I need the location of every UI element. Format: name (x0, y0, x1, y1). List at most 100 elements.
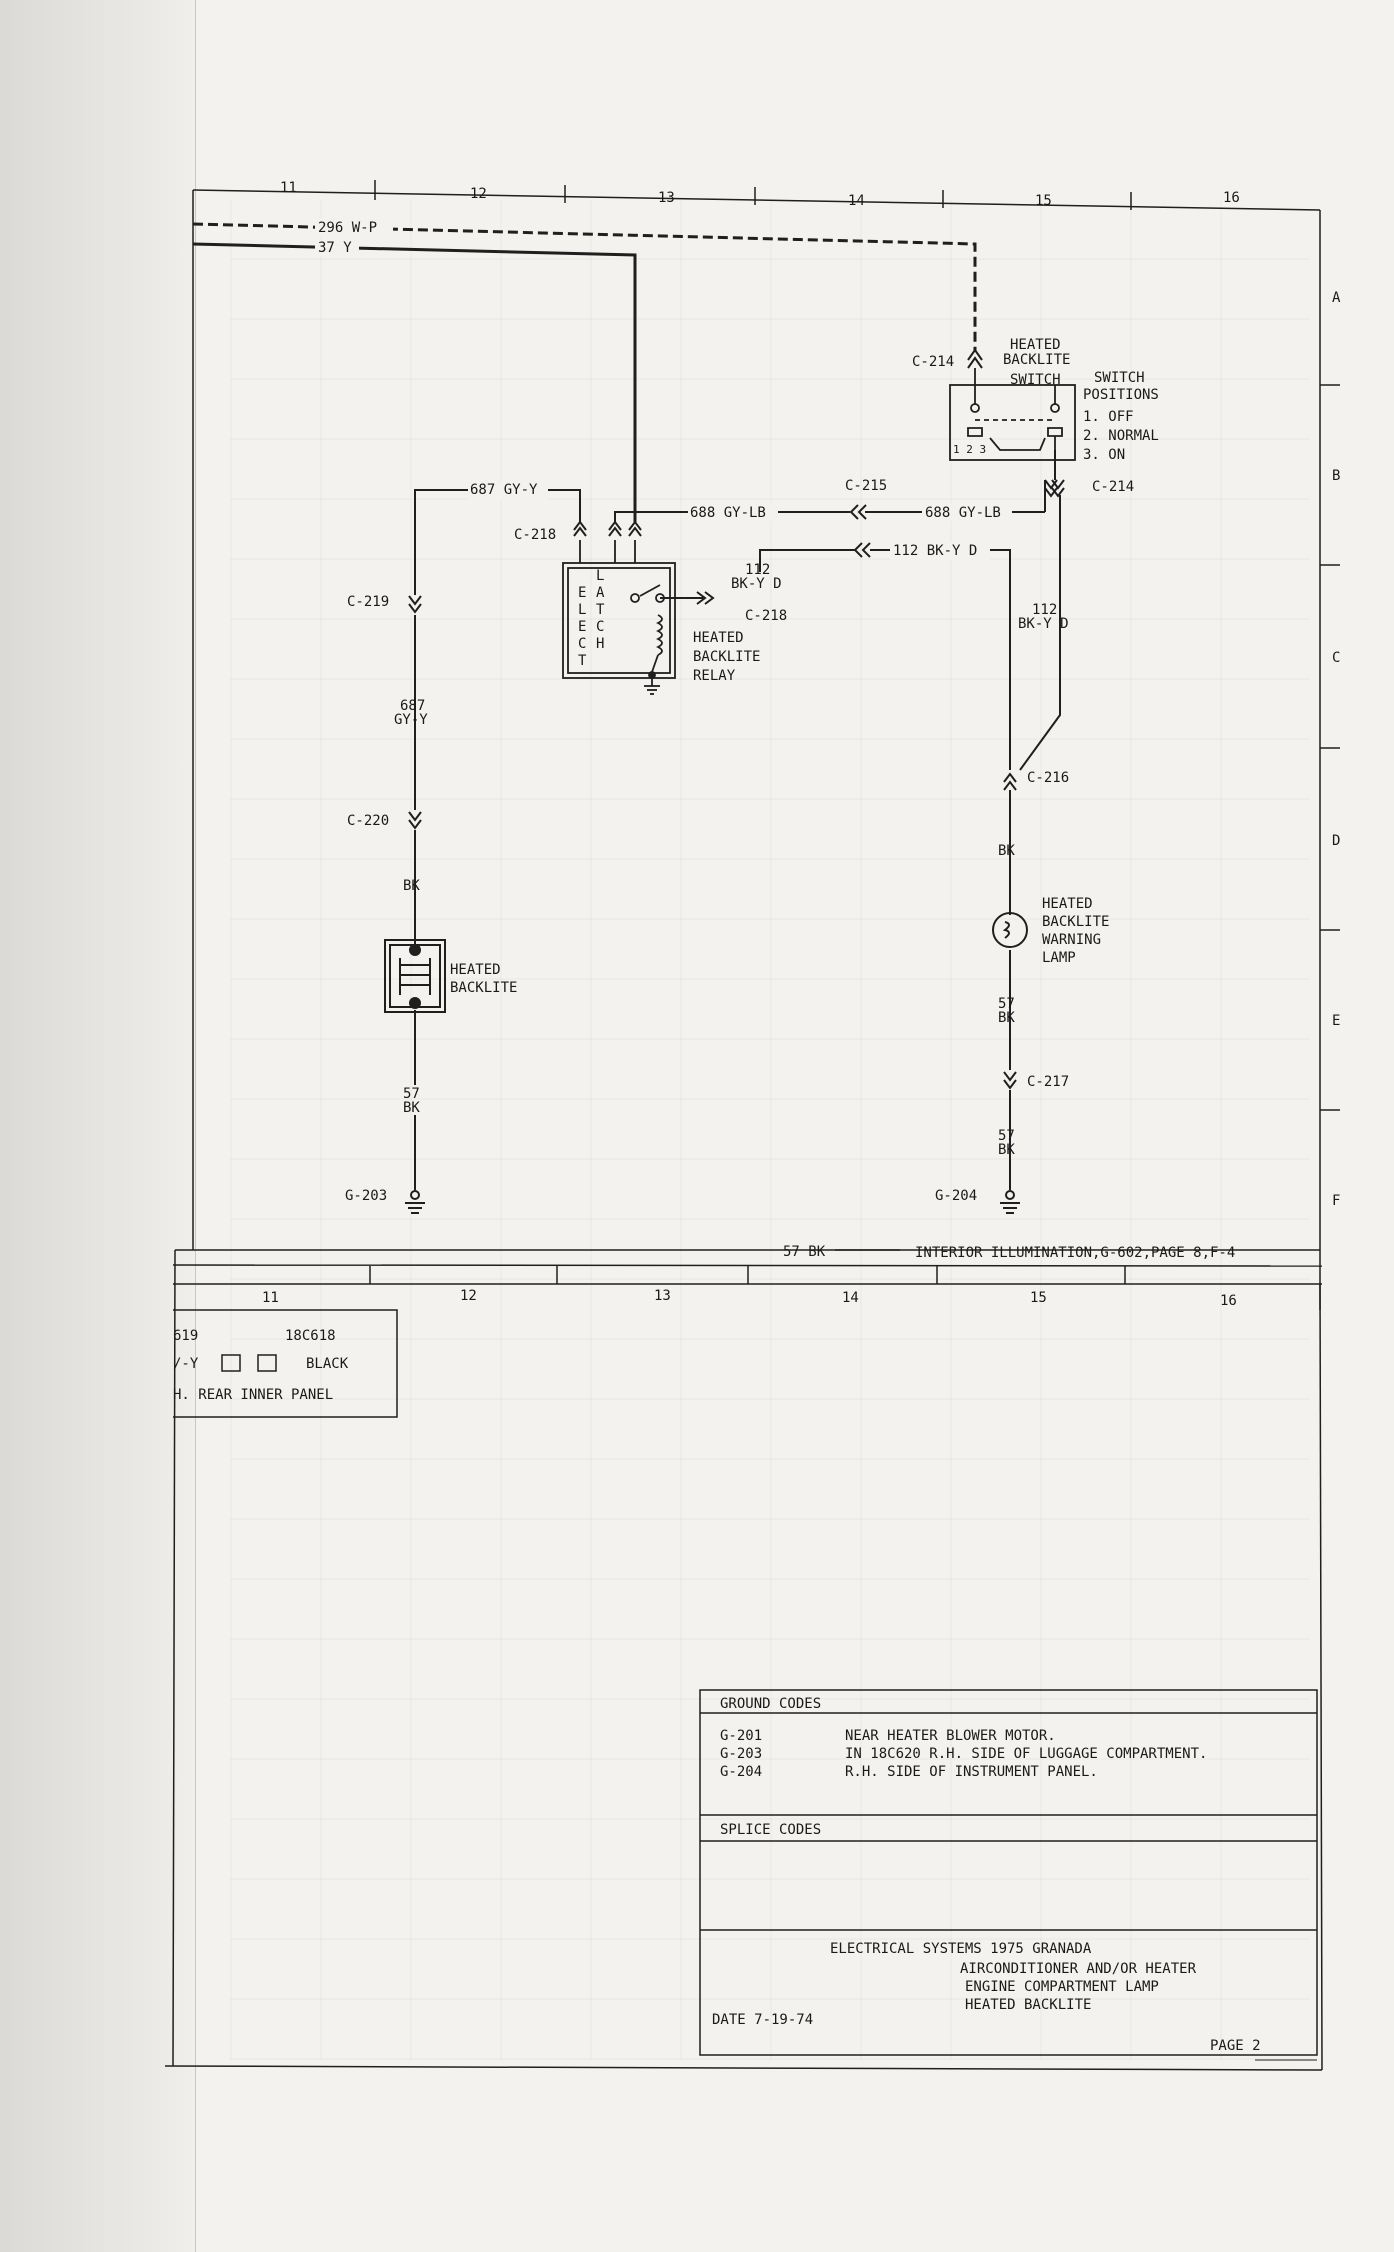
relay-elect-l: L (578, 602, 586, 618)
ground-desc-3: R.H. SIDE OF INSTRUMENT PANEL. (845, 1764, 1098, 1780)
wire-label-688-b: 688 GY-LB (925, 505, 1001, 521)
title-line-1: ELECTRICAL SYSTEMS 1975 GRANADA (830, 1941, 1092, 1957)
connector-wire: /-Y (173, 1356, 199, 1372)
connector-c214-top (967, 348, 983, 369)
label-c217: C-217 (1027, 1074, 1069, 1090)
relay-elect-e2: E (578, 619, 586, 635)
title-line-3: ENGINE COMPARTMENT LAMP (965, 1979, 1159, 1995)
label-c214-top: C-214 (912, 354, 954, 370)
wire-label-57-right-3: 57 (998, 1128, 1015, 1144)
col-13-bottom: 13 (654, 1288, 671, 1304)
wire-label-57-bottom: 57 BK (783, 1244, 826, 1260)
binding-spine (0, 0, 196, 2252)
heated-backlite-element (384, 939, 446, 1013)
ground-g203-symbol (405, 1190, 425, 1214)
ground-code-2: G-203 (720, 1746, 762, 1762)
relay-label-1: HEATED (693, 630, 744, 646)
wire-label-57-right-1: 57 (998, 996, 1015, 1012)
col-14-top: 14 (848, 193, 865, 209)
label-c215: C-215 (845, 478, 887, 494)
heated-backlite-relay (562, 540, 676, 695)
wire-label-296: 296 W-P (318, 220, 377, 236)
wire-label-688-a: 688 GY-LB (690, 505, 766, 521)
connector-code-a: 619 (173, 1328, 198, 1344)
connector-color: BLACK (306, 1356, 349, 1372)
label-c220: C-220 (347, 813, 389, 829)
label-c218-relay: C-218 (745, 608, 787, 624)
heated-backlite-switch (949, 368, 1076, 461)
row-a: A (1332, 290, 1341, 306)
wire-label-57-left-1: 57 (403, 1086, 420, 1102)
relay-latch-c: C (596, 619, 604, 635)
wire-label-112-a2: BK-Y D (731, 576, 782, 592)
relay-elect-c: C (578, 636, 586, 652)
ground-g204-symbol (1000, 1190, 1020, 1214)
switch-positions-4: 2. NORMAL (1083, 428, 1159, 444)
title-line-2: AIRCONDITIONER AND/OR HEATER (960, 1961, 1197, 1977)
wire-label-57-right-4: BK (998, 1142, 1015, 1158)
lamp-label-4: LAMP (1042, 950, 1076, 966)
label-c218-top: C-218 (514, 527, 556, 543)
wire-label-112-c2: BK-Y D (1018, 616, 1069, 632)
backlite-label-1: HEATED (450, 962, 501, 978)
connector-c215 (849, 504, 871, 558)
relay-latch-l: L (596, 568, 604, 584)
wire-label-112-b: 112 BK-Y D (893, 543, 977, 559)
ground-g204: G-204 (935, 1188, 977, 1204)
col-16-top: 16 (1223, 190, 1240, 206)
ground-desc-1: NEAR HEATER BLOWER MOTOR. (845, 1728, 1056, 1744)
switch-label-1: HEATED (1010, 337, 1061, 353)
lamp-label-3: WARNING (1042, 932, 1101, 948)
ground-desc-2: IN 18C620 R.H. SIDE OF LUGGAGE COMPARTME… (845, 1746, 1207, 1762)
wire-label-112-a1: 112 (745, 562, 770, 578)
relay-elect-t: T (578, 653, 587, 669)
codes-block (699, 1689, 1318, 2061)
col-13-top: 13 (658, 190, 675, 206)
col-12-bottom: 12 (460, 1288, 477, 1304)
label-c216: C-216 (1027, 770, 1069, 786)
row-c: C (1332, 650, 1340, 666)
relay-latch-h: H (596, 636, 604, 652)
wire-label-bk-right: BK (998, 843, 1015, 859)
connector-c217 (1003, 1071, 1017, 1090)
wire-label-687-v2: GY-Y (394, 712, 428, 728)
col-15-bottom: 15 (1030, 1290, 1047, 1306)
col-11-bottom: 11 (262, 1290, 279, 1306)
title-page: PAGE 2 (1210, 2038, 1261, 2054)
col-12-top: 12 (470, 186, 487, 202)
relay-latch-t: T (596, 602, 605, 618)
wire-label-687: 687 GY-Y (470, 482, 538, 498)
splice-codes-header: SPLICE CODES (720, 1822, 821, 1838)
wire-label-687-v1: 687 (400, 698, 425, 714)
connector-c216 (1003, 772, 1017, 791)
connector-legend-box (173, 1309, 398, 1418)
connector-c218-relay (696, 591, 715, 605)
backlite-label-2: BACKLITE (450, 980, 517, 996)
switch-positions-5: 3. ON (1083, 447, 1125, 463)
row-d: D (1332, 833, 1340, 849)
label-c219: C-219 (347, 594, 389, 610)
relay-latch-a: A (596, 585, 605, 601)
col-14-bottom: 14 (842, 1290, 859, 1306)
connector-c214-right (1044, 479, 1065, 498)
col-11-top: 11 (280, 180, 297, 196)
wire-37 (192, 242, 637, 522)
row-b: B (1332, 468, 1340, 484)
connector-code-b: 18C618 (285, 1328, 336, 1344)
ground-code-1: G-201 (720, 1728, 762, 1744)
lamp-label-2: BACKLITE (1042, 914, 1109, 930)
connector-location: H. REAR INNER PANEL (173, 1387, 333, 1403)
wire-112-a (759, 549, 855, 572)
connector-c219 (408, 595, 422, 614)
wire-112-b (870, 549, 1011, 770)
bottom-reference: INTERIOR ILLUMINATION,G-602,PAGE 8,F-4 (915, 1245, 1235, 1261)
connector-c218-top (573, 520, 642, 537)
relay-label-2: BACKLITE (693, 649, 760, 665)
row-e: E (1332, 1013, 1340, 1029)
col-15-top: 15 (1035, 193, 1052, 209)
ground-g203: G-203 (345, 1188, 387, 1204)
wire-296 (192, 222, 977, 352)
col-16-bottom: 16 (1220, 1293, 1237, 1309)
relay-label-3: RELAY (693, 668, 736, 684)
